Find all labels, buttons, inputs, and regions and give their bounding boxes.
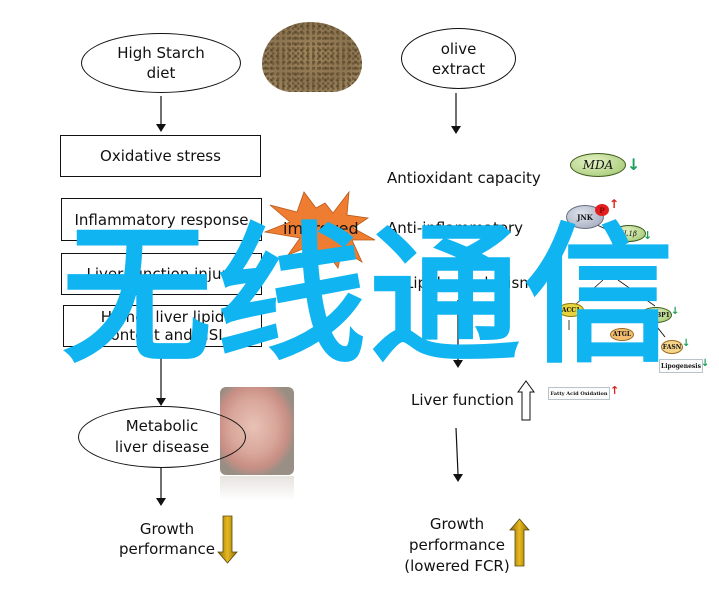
lipogenesis-box: Lipogenesis: [659, 359, 703, 373]
arrowhead: [451, 126, 461, 134]
mda-down-arrow-icon: ↓: [627, 155, 641, 174]
effect-label: Oxidative stress: [100, 147, 221, 165]
fatty-acid-oxidation-box: Fatty Acid Oxidation: [548, 387, 610, 400]
atgl-marker: ATGL: [610, 328, 634, 341]
liver-photo-reflection: [220, 476, 294, 500]
liver-function-injury-box: Liver function injury: [61, 253, 262, 295]
improved-starburst: [263, 190, 376, 269]
antioxidant-capacity-label: Antioxidant capacity: [387, 169, 541, 187]
il1b-marker: IL1β: [612, 225, 646, 242]
node-label-line: extract: [431, 59, 486, 78]
srebp1-marker: SREBP1: [640, 307, 672, 323]
left-growth-performance-label: Growth performance: [112, 519, 222, 559]
node-label-line: liver disease: [114, 438, 210, 456]
liver-function-up-arrow: [517, 380, 535, 421]
improved-label: improved: [283, 219, 359, 238]
growth-down-arrow: [217, 515, 238, 564]
lipid-metabolism-label: Lipid metabolism: [405, 274, 534, 292]
fasn-marker: FASN: [661, 340, 683, 354]
arrowhead: [453, 360, 463, 368]
outcome-label-line: Growth: [429, 515, 485, 533]
effect-label: Inflammatory response: [74, 210, 249, 229]
outcome-label-line: Growth: [139, 520, 195, 538]
arrowhead: [453, 474, 463, 482]
fasn-down-arrow-icon: ↓: [682, 338, 691, 349]
arrowhead: [156, 124, 166, 132]
arrow-liver-to-growth: [455, 427, 459, 475]
acc1-marker: ACC1: [558, 303, 584, 317]
feed-pellets-image: [262, 22, 362, 92]
right-growth-performance-label: Growth performance (lowered FCR): [398, 514, 516, 577]
srebp1-down-arrow-icon: ↓: [671, 306, 680, 317]
growth-up-arrow: [509, 518, 530, 567]
higher-liver-lipid-box: Higher liver lipid content and HSI: [63, 305, 262, 347]
node-label-line: High Starch: [117, 44, 205, 62]
effect-label-line: content and HSI: [102, 326, 223, 344]
high-starch-diet-node: High Starch diet: [81, 33, 241, 93]
watermark-text: 无线通信: [62, 210, 679, 384]
fao-up-arrow-icon: ↑: [610, 384, 620, 397]
node-label-line: Metabolic: [125, 417, 199, 435]
outcome-label-line: performance: [118, 540, 216, 558]
inflammatory-response-box: Inflammatory response: [61, 198, 262, 241]
oxidative-stress-box: Oxidative stress: [60, 135, 261, 177]
path-line: [574, 279, 604, 306]
effect-label: Liver function injury: [86, 265, 237, 283]
anti-inflammatory-label: Anti-inflammatory: [387, 219, 524, 237]
olive-extract-node: olive extract: [401, 28, 516, 89]
lipogenesis-down-arrow-icon: ↓: [701, 358, 710, 369]
liver-function-label: Liver function: [411, 391, 514, 409]
outcome-label-line: (lowered FCR): [404, 557, 510, 575]
path-line: [617, 279, 656, 307]
phospho-badge: P: [595, 204, 609, 216]
metabolic-liver-disease-node: Metabolic liver disease: [78, 406, 246, 468]
node-label-line: diet: [146, 64, 176, 82]
il1b-down-arrow-icon: ↓: [643, 229, 653, 242]
arrowhead: [156, 398, 166, 406]
arrowhead: [156, 498, 166, 506]
jnk-up-arrow-icon: ↑: [609, 197, 620, 211]
mda-marker: MDA: [570, 153, 626, 177]
lipolysis-up-arrow-icon: ↑: [643, 345, 653, 358]
node-label-line: olive: [440, 39, 477, 58]
effect-label-line: Higher liver lipid: [100, 308, 225, 326]
outcome-label-line: performance: [408, 536, 506, 554]
